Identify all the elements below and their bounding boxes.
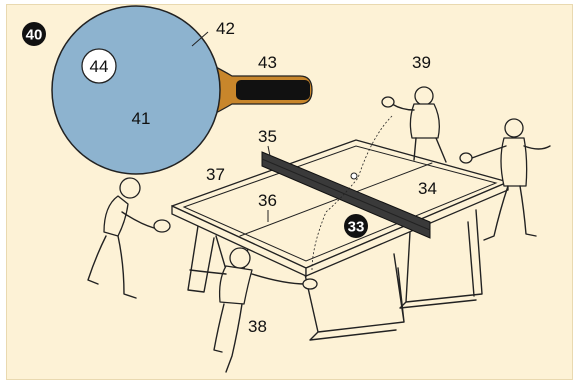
ball (351, 173, 357, 179)
label-36: 36 (258, 191, 277, 210)
player-left-body (104, 196, 128, 236)
label-44: 44 (90, 57, 109, 76)
player-back-arm (392, 104, 414, 110)
player-left-paddle (154, 220, 170, 232)
player-front-head (230, 248, 250, 268)
table-illustration (172, 116, 508, 340)
player-left (88, 178, 170, 298)
player-back-head (415, 87, 433, 105)
label-35: 35 (258, 127, 277, 146)
player-front-arm-right (252, 274, 306, 284)
player-right-body (501, 138, 527, 186)
player-right-head (505, 119, 523, 137)
label-42: 42 (216, 19, 235, 38)
player-right-paddle (460, 153, 472, 163)
player-left-head (120, 178, 140, 198)
label-39: 39 (412, 53, 431, 72)
paddle-blade (52, 6, 220, 174)
player-back-body (410, 104, 439, 138)
section-badge-40-text: 40 (26, 27, 43, 44)
player-left-arm (122, 212, 154, 228)
paddle-handle-grip (236, 80, 310, 100)
player-right-arm-right (524, 146, 550, 149)
label-34: 34 (418, 179, 437, 198)
section-badge-33-text: 33 (348, 219, 365, 236)
paddle-illustration (52, 6, 312, 174)
player-left-legs (88, 236, 136, 298)
label-37: 37 (206, 165, 225, 184)
label-43: 43 (258, 53, 277, 72)
label-38: 38 (248, 317, 267, 336)
player-front-legs (214, 304, 242, 372)
label-41: 41 (132, 109, 151, 128)
player-front-body (220, 266, 252, 304)
player-front-paddle (303, 279, 317, 289)
player-back-paddle (382, 97, 394, 107)
